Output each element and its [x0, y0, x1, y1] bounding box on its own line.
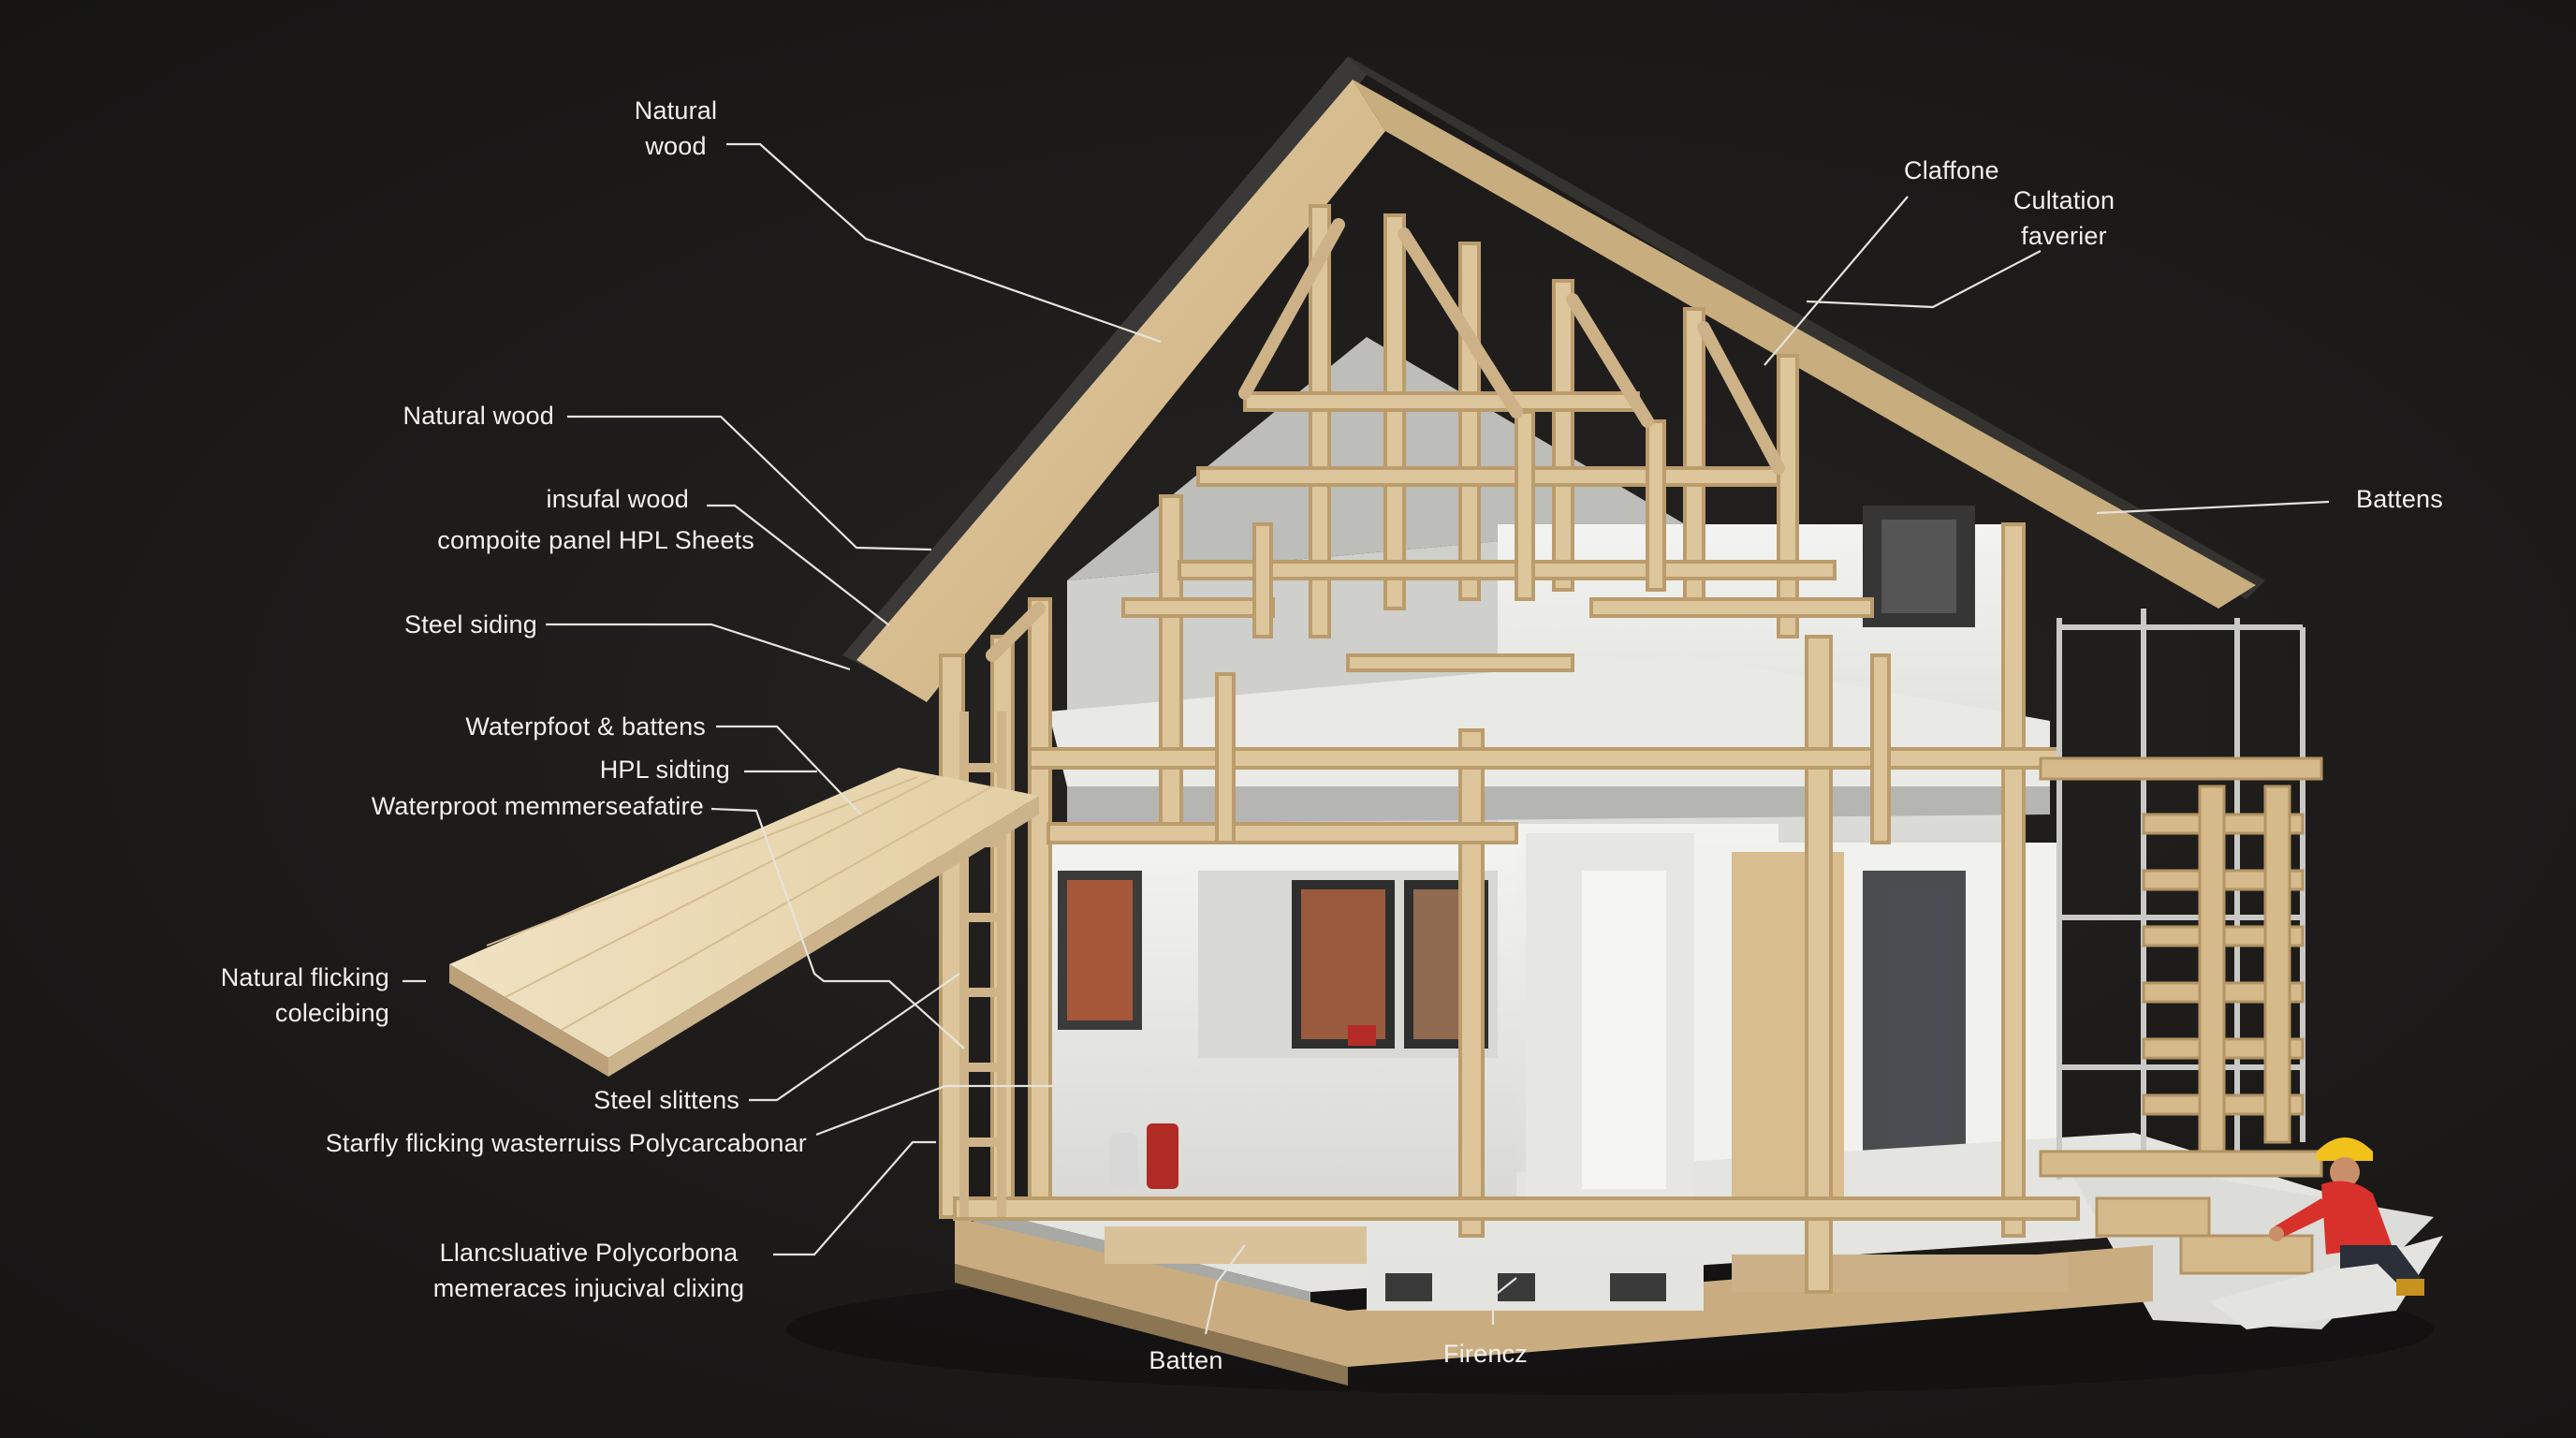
label-steel-slittens: Steel slittens [593, 1086, 739, 1114]
leader-cultation [1806, 250, 2042, 309]
label-starfly-flicking: Starfly flicking wasterruiss Polycarcabo… [325, 1129, 807, 1157]
leader-waterproof-battens [716, 725, 862, 815]
label-hpl-siding: HPL sidting [599, 756, 730, 784]
label-natural-wood: Natural wood [402, 402, 554, 430]
braces [986, 218, 1785, 662]
label-waterproof-battens: Waterpfoot & battens [465, 712, 706, 741]
label-natural-wood-top: Natural wood [634, 96, 718, 160]
leader-natural-wood-top [726, 142, 1162, 344]
label-natural-flicking: Natural flicking colecibing [220, 963, 389, 1027]
timber-frame [939, 204, 2080, 1294]
right-scaffold [2039, 609, 2323, 1275]
label-steel-siding: Steel siding [404, 610, 537, 638]
leader-insulal-wood [707, 504, 890, 626]
leader-steel-siding [546, 623, 851, 671]
label-battens-right: Battens [2356, 485, 2443, 513]
lower-facade [1030, 833, 1844, 1208]
leader-claffone [1764, 196, 1909, 366]
label-batten: Batten [1149, 1346, 1223, 1374]
leader-natural-wood [567, 415, 932, 551]
leader-waterproof-membrane [710, 807, 965, 1049]
label-waterproof-membrane: Waterproot memmerseafatire [371, 792, 704, 820]
label-composite-panel: compoite panel HPL Sheets [437, 526, 754, 554]
roof [842, 56, 2265, 702]
leader-firencz [1491, 1277, 1517, 1325]
foundation [955, 1217, 2153, 1386]
leader-lines [402, 142, 2330, 1335]
leader-lancsluative [773, 1140, 936, 1256]
label-claffone: Claffone [1904, 156, 1999, 184]
label-lancsluative: Llancsluative Polycorbona memeraces inju… [432, 1239, 745, 1302]
label-cultation: Cultation faverier [2012, 186, 2115, 250]
leader-battens-right [2096, 500, 2330, 515]
leader-steel-slittens [749, 973, 960, 1102]
leader-starfly [815, 1084, 1053, 1137]
label-firencz: Firencz [1443, 1340, 1528, 1368]
leader-batten [1204, 1244, 1246, 1335]
worker [2209, 1137, 2443, 1329]
equipment [1109, 1025, 1376, 1189]
label-insulal-wood: insufal wood [546, 485, 689, 513]
loose-board [449, 768, 1039, 1077]
